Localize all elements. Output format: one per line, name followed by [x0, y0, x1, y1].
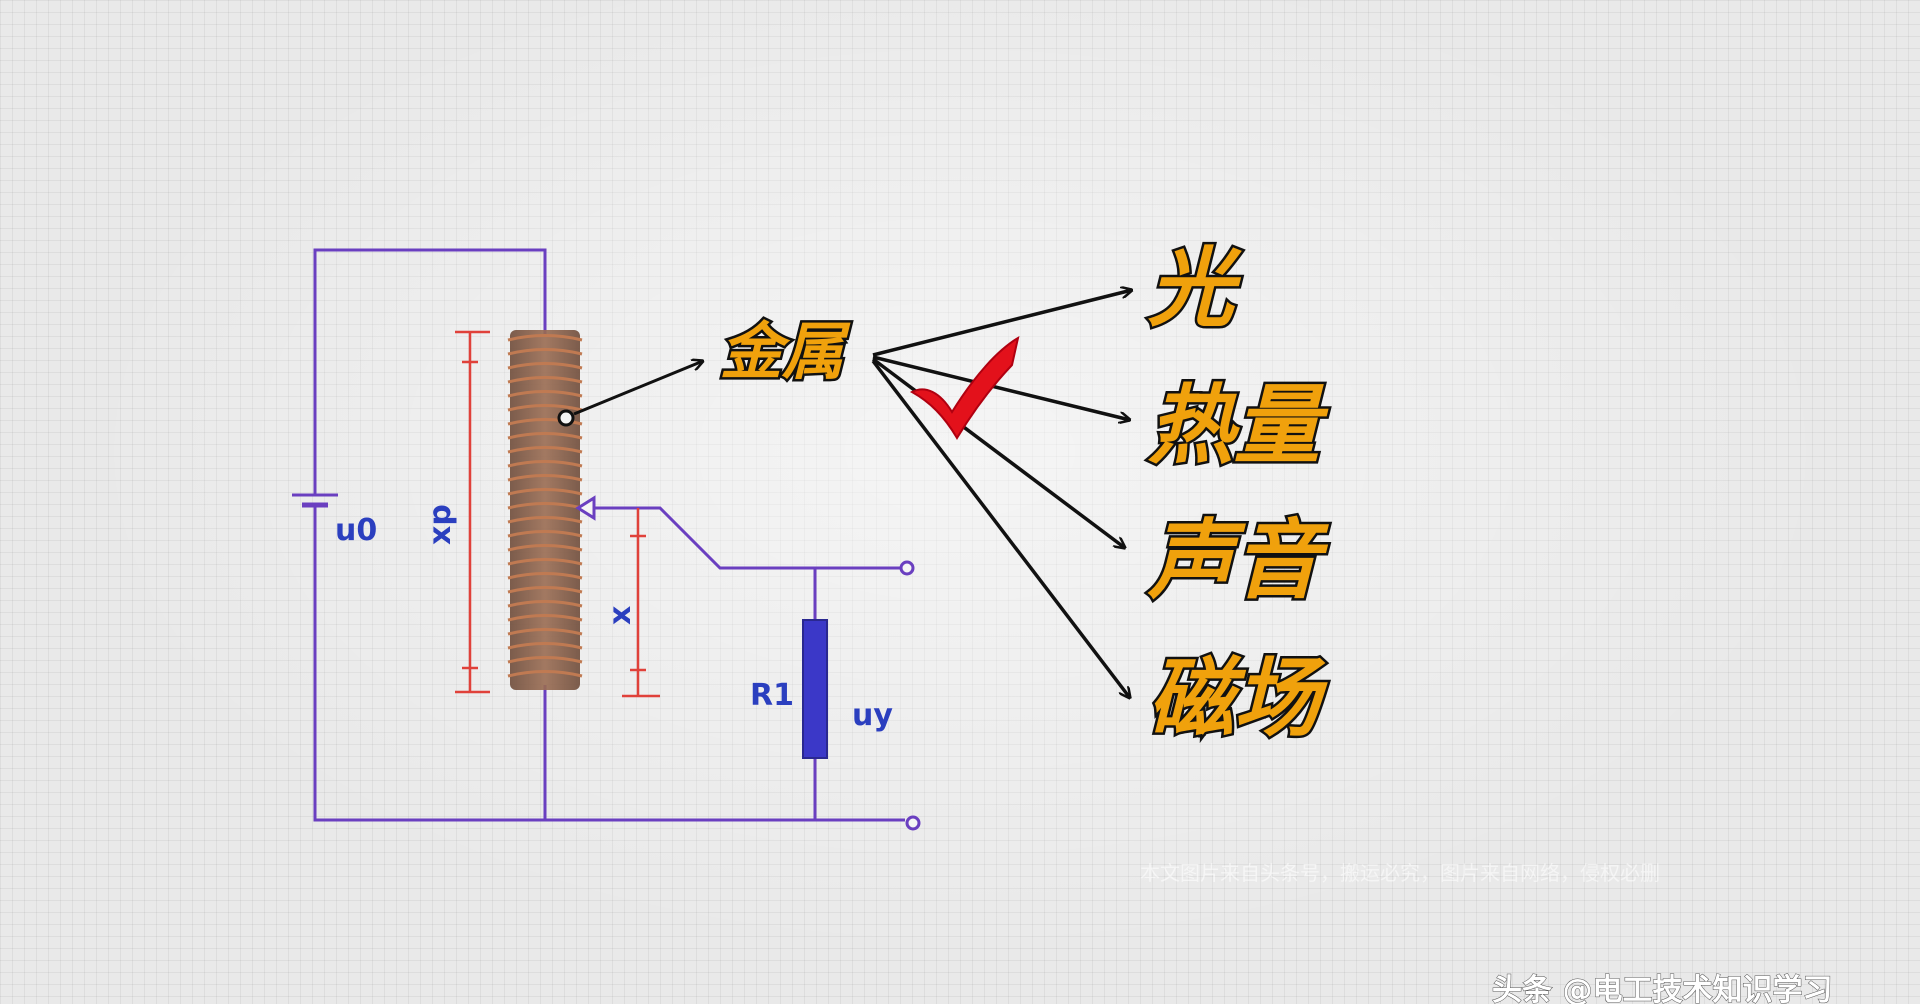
coil-turn: [507, 600, 583, 608]
label-u0: u0: [335, 513, 377, 548]
coil-turn: [507, 460, 583, 468]
check-icon: [909, 335, 1020, 440]
pointer-arrow: [573, 361, 703, 416]
coil-turn: [507, 628, 583, 636]
coil-turn: [507, 390, 583, 398]
terminal-top: [899, 560, 915, 576]
coil-turn: [507, 446, 583, 454]
coil-turn: [507, 656, 583, 664]
coil-turn: [507, 432, 583, 440]
coil-turn: [507, 516, 583, 524]
coil-turn: [507, 586, 583, 594]
fan-arrows: [871, 290, 1132, 698]
coil-turn: [507, 530, 583, 538]
coil-turn: [507, 334, 583, 342]
concept-target-light: 光: [1148, 239, 1242, 339]
label-xp: xp: [423, 504, 458, 545]
coil-turn: [507, 362, 583, 370]
battery-icon: [292, 493, 338, 508]
resistor: [802, 619, 828, 759]
label-uy: uy: [852, 698, 893, 733]
coil-turn: [507, 572, 583, 580]
concept-target-heat: 热量: [1148, 376, 1329, 476]
coil-turn: [507, 376, 583, 384]
coil-turn: [507, 544, 583, 552]
label-r1: R1: [750, 678, 794, 713]
watermark: 本文图片来自头条号，搬运必究，图片来自网络，侵权必删: [1140, 861, 1660, 885]
coil-turn: [507, 404, 583, 412]
coil: [507, 330, 583, 690]
dimension-x: [622, 508, 660, 698]
coil-turn: [507, 474, 583, 482]
coil-turn: [507, 642, 583, 650]
dimension-xp: [455, 330, 490, 694]
label-x: x: [603, 606, 638, 625]
coil-turn: [507, 558, 583, 566]
pointer-dot: [557, 409, 575, 427]
slider-arrow-icon: [575, 495, 596, 521]
wire-outer-loop: [313, 248, 547, 822]
concept-source: 金属: [720, 315, 851, 388]
terminal-bottom: [905, 815, 921, 831]
footer-caption: 头条 @电工技术知识学习: [1492, 973, 1832, 1004]
circuit: [313, 248, 905, 822]
coil-turn: [507, 502, 583, 510]
coil-turn: [507, 614, 583, 622]
coil-turn: [507, 670, 583, 678]
concept-target-sound: 声音: [1147, 511, 1329, 611]
wire-slider: [590, 506, 900, 570]
coil-turn: [507, 488, 583, 496]
coil-turn: [507, 418, 583, 426]
concept-target-magnetic: 磁场: [1148, 649, 1328, 749]
coil-turn: [507, 348, 583, 356]
